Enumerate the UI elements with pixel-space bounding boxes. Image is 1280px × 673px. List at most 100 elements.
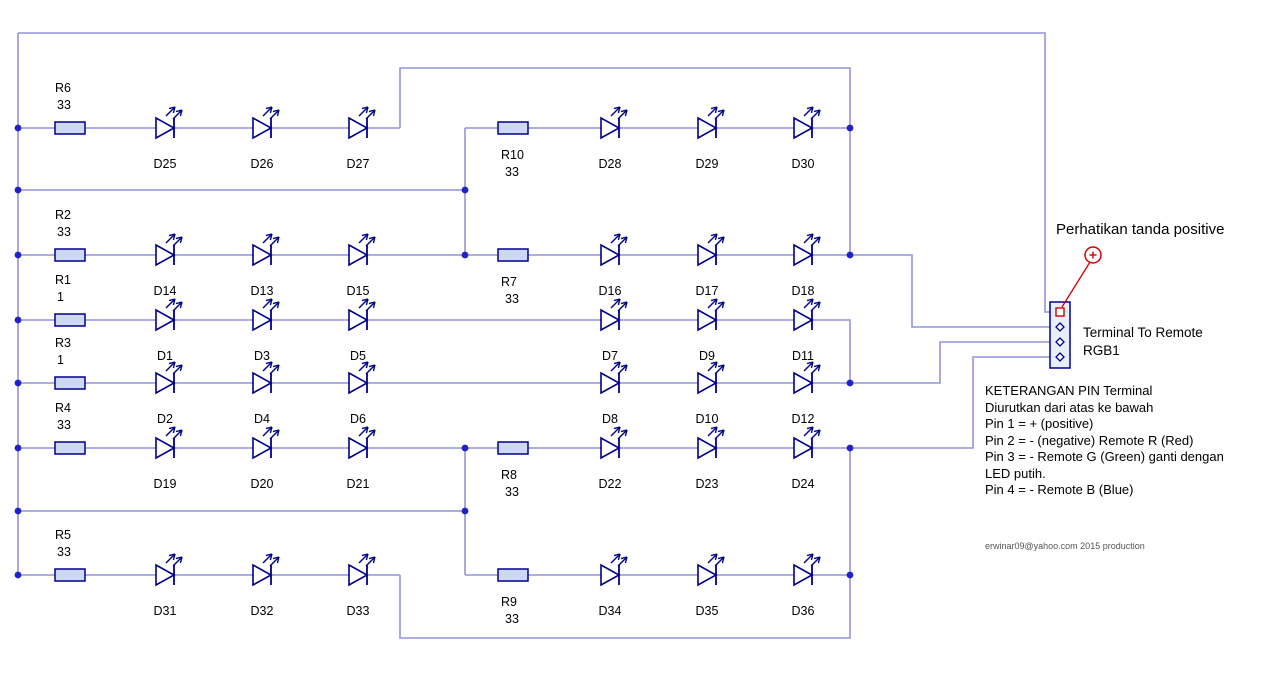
led-label: D7 [602, 349, 618, 363]
led-label: D3 [254, 349, 270, 363]
resistor-value: 33 [505, 292, 519, 306]
pointer-line [1061, 261, 1091, 308]
diode-triangle [252, 563, 273, 587]
resistor-body [497, 121, 529, 135]
led-D14 [155, 233, 183, 267]
led-D10 [697, 361, 725, 395]
resistor-value: 33 [505, 612, 519, 626]
resistor-body [54, 568, 86, 582]
led-label: D24 [792, 477, 815, 491]
resistor-value: 33 [57, 418, 71, 432]
led-label: D27 [347, 157, 370, 171]
resistor-R9 [497, 568, 529, 582]
diode-triangle [793, 116, 814, 140]
led-D25 [155, 106, 183, 140]
resistor-name: R9 [501, 595, 517, 609]
wire [18, 356, 1050, 449]
terminal-pin-4 [1055, 352, 1065, 362]
resistor-value: 33 [505, 485, 519, 499]
led-D7 [600, 298, 628, 332]
resistor-R2 [54, 248, 86, 262]
terminal-rgb1-label: RGB1 [1083, 343, 1120, 358]
led-label: D8 [602, 412, 618, 426]
resistor-R1 [54, 313, 86, 327]
resistor-body [54, 121, 86, 135]
junction-dot [846, 571, 854, 579]
junction-dot [461, 251, 469, 259]
led-D11 [793, 298, 821, 332]
terminal-pin-2 [1055, 322, 1065, 332]
led-D27 [348, 106, 376, 140]
led-D22 [600, 426, 628, 460]
led-label: D36 [792, 604, 815, 618]
diode-triangle [348, 563, 369, 587]
diode-triangle [697, 436, 718, 460]
pin-note-line: Pin 2 = - (negative) Remote R (Red) [985, 432, 1194, 448]
led-label: D13 [251, 284, 274, 298]
plus-circle-icon [1084, 246, 1102, 264]
resistor-body [497, 248, 529, 262]
led-label: D19 [154, 477, 177, 491]
led-D12 [793, 361, 821, 395]
resistor-value: 33 [505, 165, 519, 179]
diode-triangle [600, 371, 621, 395]
junction-dot [846, 124, 854, 132]
led-label: D2 [157, 412, 173, 426]
led-D13 [252, 233, 280, 267]
pin-note-line: Pin 3 = - Remote G (Green) ganti dengan [985, 449, 1224, 464]
resistor-name: R1 [55, 273, 71, 287]
wire [399, 67, 851, 255]
terminal-block [1049, 301, 1071, 369]
junction-dot [461, 186, 469, 194]
junction-dot [14, 444, 22, 452]
resistor-value: 33 [57, 545, 71, 559]
led-D32 [252, 553, 280, 587]
diode-triangle [600, 308, 621, 332]
led-label: D25 [154, 157, 177, 171]
diode-triangle [793, 436, 814, 460]
diode-triangle [348, 308, 369, 332]
led-D15 [348, 233, 376, 267]
diode-triangle [697, 116, 718, 140]
led-label: D12 [792, 412, 815, 426]
led-label: D32 [251, 604, 274, 618]
led-D16 [600, 233, 628, 267]
led-label: D33 [347, 604, 370, 618]
diode-triangle [600, 116, 621, 140]
resistor-body [54, 441, 86, 455]
led-label: D28 [599, 157, 622, 171]
junction-dot [14, 571, 22, 579]
resistor-name: R8 [501, 468, 517, 482]
led-label: D18 [792, 284, 815, 298]
diode-triangle [600, 436, 621, 460]
resistor-R3 [54, 376, 86, 390]
diode-triangle [793, 563, 814, 587]
diode-triangle [697, 563, 718, 587]
junction-dot [846, 379, 854, 387]
resistor-R8 [497, 441, 529, 455]
led-label: D16 [599, 284, 622, 298]
led-label: D26 [251, 157, 274, 171]
diode-triangle [252, 371, 273, 395]
resistor-body [497, 568, 529, 582]
diode-triangle [348, 371, 369, 395]
led-D36 [793, 553, 821, 587]
led-D4 [252, 361, 280, 395]
led-D19 [155, 426, 183, 460]
pin-note-line: KETERANGAN PIN Terminal [985, 383, 1153, 398]
led-label: D35 [696, 604, 719, 618]
led-D8 [600, 361, 628, 395]
diode-triangle [252, 308, 273, 332]
pin-note-line: Pin 1 = + (positive) [985, 416, 1094, 431]
diode-triangle [252, 116, 273, 140]
resistor-R7 [497, 248, 529, 262]
resistor-body [54, 376, 86, 390]
junction-dot [846, 444, 854, 452]
led-D9 [697, 298, 725, 332]
resistor-name: R7 [501, 275, 517, 289]
led-D2 [155, 361, 183, 395]
led-label: D31 [154, 604, 177, 618]
wire [18, 319, 851, 383]
led-label: D4 [254, 412, 270, 426]
led-D30 [793, 106, 821, 140]
